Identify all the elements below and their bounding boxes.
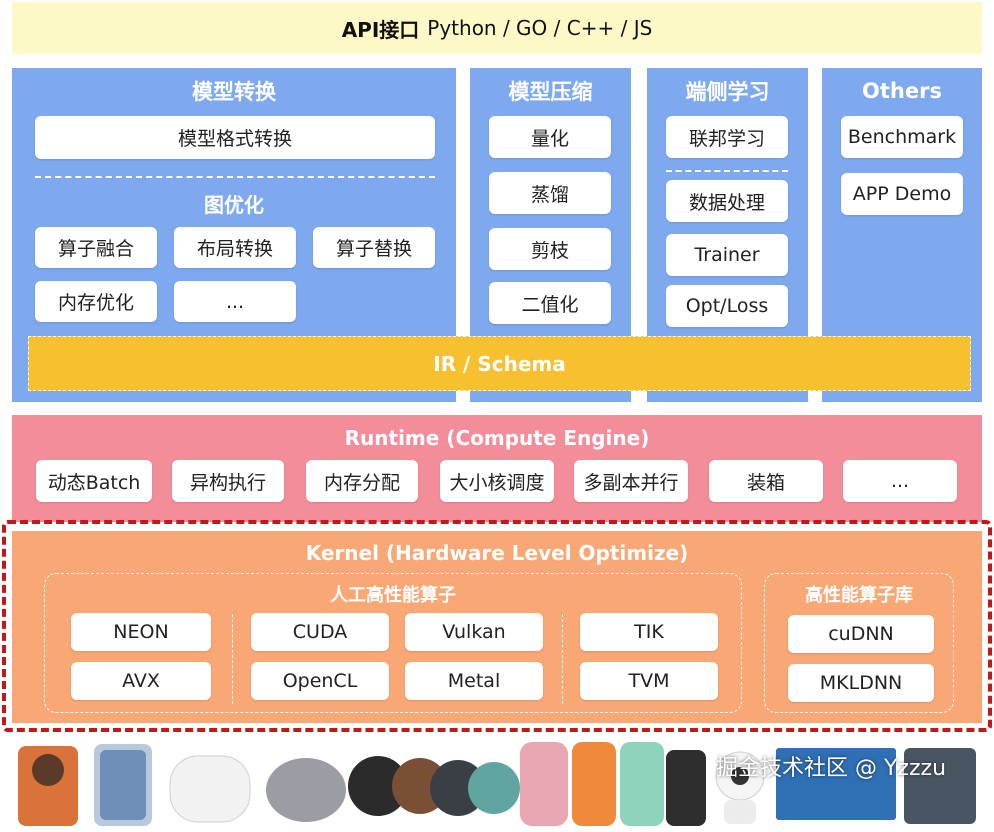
api-languages: Python / GO / C++ / JS — [427, 16, 653, 40]
binarization-card: 二值化 — [489, 282, 611, 324]
memory-optimize-card: 内存优化 — [35, 281, 157, 322]
band-icon — [520, 742, 568, 826]
watch-icon — [468, 762, 520, 814]
vulkan-card: Vulkan — [405, 613, 543, 651]
divider — [35, 176, 435, 178]
model-format-convert-card: 模型格式转换 — [35, 116, 435, 159]
opencl-card: OpenCL — [251, 662, 389, 700]
band-icon — [620, 742, 664, 826]
manual-operators-group — [44, 573, 742, 713]
earbuds-icon — [266, 758, 346, 822]
layout-convert-card: 布局转换 — [174, 227, 296, 268]
divider — [562, 614, 563, 704]
cuda-card: CUDA — [251, 613, 389, 651]
quantization-card: 量化 — [489, 116, 611, 158]
heterogeneous-exec-card: 异构执行 — [172, 460, 284, 502]
runtime-title: Runtime (Compute Engine) — [344, 426, 650, 450]
boxing-card: 装箱 — [709, 460, 823, 502]
operator-libraries-title: 高性能算子库 — [805, 585, 913, 606]
avx-card: AVX — [71, 662, 211, 700]
device-photo-strip — [16, 740, 980, 828]
neon-card: NEON — [71, 613, 211, 651]
watermark: 掘金技术社区 @ Yzzzu — [716, 756, 947, 781]
tablet-icon — [904, 748, 976, 824]
big-little-core-schedule-card: 大小核调度 — [440, 460, 554, 502]
operator-replace-card: 算子替换 — [313, 227, 435, 268]
tvm-card: TVM — [580, 662, 718, 700]
trainer-card: Trainer — [666, 234, 788, 276]
watch-icon — [430, 760, 486, 816]
others-title: Others — [862, 79, 942, 103]
pruning-card: 剪枝 — [489, 228, 611, 270]
benchmark-card: Benchmark — [841, 116, 963, 158]
federated-learning-card: 联邦学习 — [666, 116, 788, 158]
watch-icon — [348, 756, 408, 816]
more-card: ... — [174, 281, 296, 322]
model-compress-title: 模型压缩 — [508, 80, 593, 104]
earbuds-icon — [169, 755, 251, 823]
tik-card: TIK — [580, 613, 718, 651]
runtime-more-card: ... — [843, 460, 957, 502]
model-convert-title: 模型转换 — [192, 80, 276, 104]
band-icon — [666, 750, 706, 826]
metal-card: Metal — [405, 662, 543, 700]
cudnn-card: cuDNN — [788, 615, 934, 653]
mkldnn-card: MKLDNN — [788, 664, 934, 702]
memory-alloc-card: 内存分配 — [306, 460, 418, 502]
graph-optimize-title: 图优化 — [204, 192, 264, 217]
app-demo-card: APP Demo — [841, 173, 963, 215]
band-icon — [572, 742, 616, 826]
divider — [232, 614, 233, 704]
dynamic-batch-card: 动态Batch — [36, 460, 152, 502]
ir-schema-bar: IR / Schema — [28, 336, 971, 391]
distillation-card: 蒸馏 — [489, 172, 611, 214]
devices-illustration — [18, 742, 976, 826]
tv-icon — [776, 748, 896, 820]
api-label: API接口 — [341, 17, 420, 42]
operator-fusion-card: 算子融合 — [35, 227, 157, 268]
multi-replica-parallel-card: 多副本并行 — [574, 460, 688, 502]
opt-loss-card: Opt/Loss — [666, 285, 788, 327]
kernel-title: Kernel (Hardware Level Optimize) — [305, 541, 689, 565]
on-device-learning-title: 端侧学习 — [685, 80, 770, 104]
manual-operators-title: 人工高性能算子 — [330, 585, 456, 606]
api-interface-bar: API接口 Python / GO / C++ / JS — [12, 2, 982, 54]
operator-libraries-group — [764, 573, 954, 713]
kernel-highlight-frame — [2, 520, 992, 732]
divider — [666, 170, 788, 172]
data-processing-card: 数据处理 — [666, 180, 788, 222]
